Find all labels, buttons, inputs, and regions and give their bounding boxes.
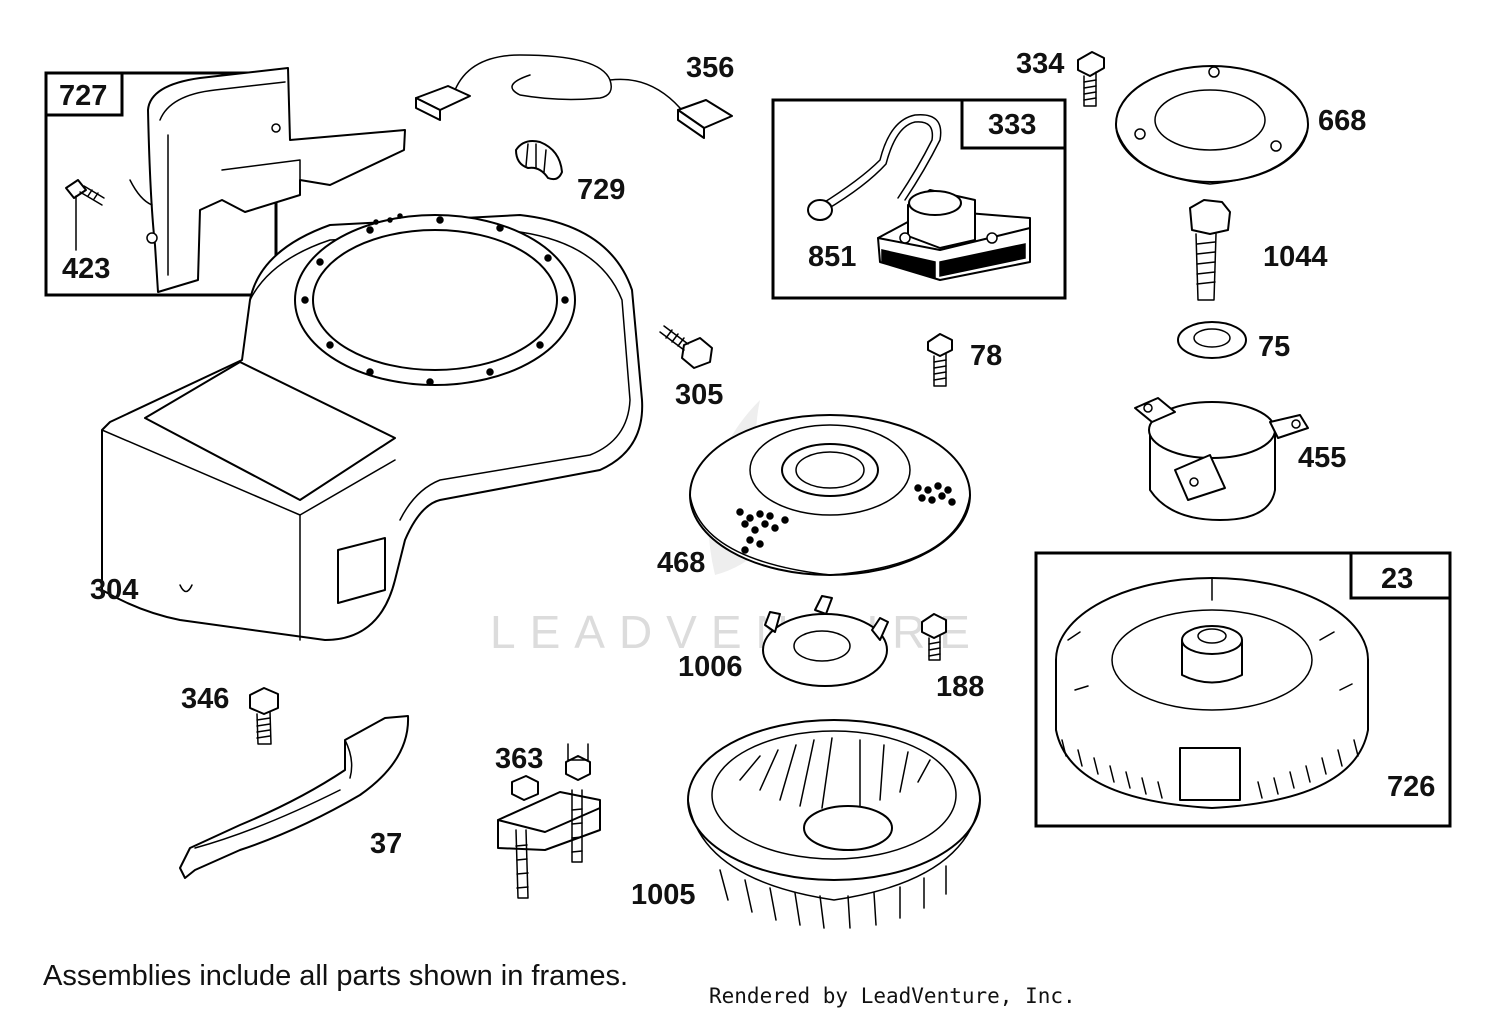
flywheel-726[interactable] [1055,577,1369,809]
screw-423[interactable] [65,179,105,251]
bracket-363[interactable] [497,743,601,899]
screw-346[interactable] [249,687,279,745]
grommet-729[interactable] [515,140,563,181]
frame-727[interactable]: 727 423 [44,67,406,297]
label-305: 305 [675,379,723,411]
screw-334[interactable] [1077,51,1105,107]
screw-305[interactable] [659,325,713,369]
label-423: 423 [62,253,110,285]
armature-851[interactable] [807,113,1031,281]
label-468: 468 [657,547,705,579]
frame-333[interactable]: 333 851 [771,98,1067,300]
watermark-text: LEADVENTURE [490,606,984,658]
label-729: 729 [577,174,625,206]
label-75: 75 [1258,331,1290,363]
label-668: 668 [1318,105,1366,137]
label-726: 726 [1387,771,1435,803]
label-455: 455 [1298,442,1346,474]
label-363: 363 [495,743,543,775]
label-188: 188 [936,671,984,703]
washer-75[interactable] [1177,321,1247,359]
label-1006: 1006 [678,651,743,683]
label-1005: 1005 [631,879,696,911]
label-78: 78 [970,340,1002,372]
blower-housing-304[interactable] [101,213,644,641]
label-304: 304 [90,574,138,606]
label-37: 37 [370,828,402,860]
frame-727-label: 727 [59,80,107,112]
label-356: 356 [686,52,734,84]
credit-text: Rendered by LeadVenture, Inc. [709,984,1076,1008]
stud-1044[interactable] [1189,199,1231,301]
frame-23[interactable]: 23 726 [1034,551,1452,828]
retainer-1006[interactable] [762,595,889,687]
screw-78[interactable] [927,333,953,387]
label-851: 851 [808,241,856,273]
air-guide-37[interactable] [179,715,410,879]
air-guide-727-part[interactable] [129,67,406,293]
screen-mesh-right [914,482,956,506]
wire-356[interactable] [415,54,733,139]
cup-455[interactable] [1134,397,1309,521]
screw-188[interactable] [921,613,947,661]
frame-333-label: 333 [988,109,1036,141]
label-346: 346 [181,683,229,715]
screen-mesh-left [736,508,789,554]
frame-23-label: 23 [1381,563,1413,595]
label-1044: 1044 [1263,241,1328,273]
plate-668[interactable] [1115,65,1309,185]
label-334: 334 [1016,48,1064,80]
fan-1005[interactable] [687,719,981,929]
footer-note: Assemblies include all parts shown in fr… [43,960,629,992]
screen-468[interactable] [689,414,971,576]
